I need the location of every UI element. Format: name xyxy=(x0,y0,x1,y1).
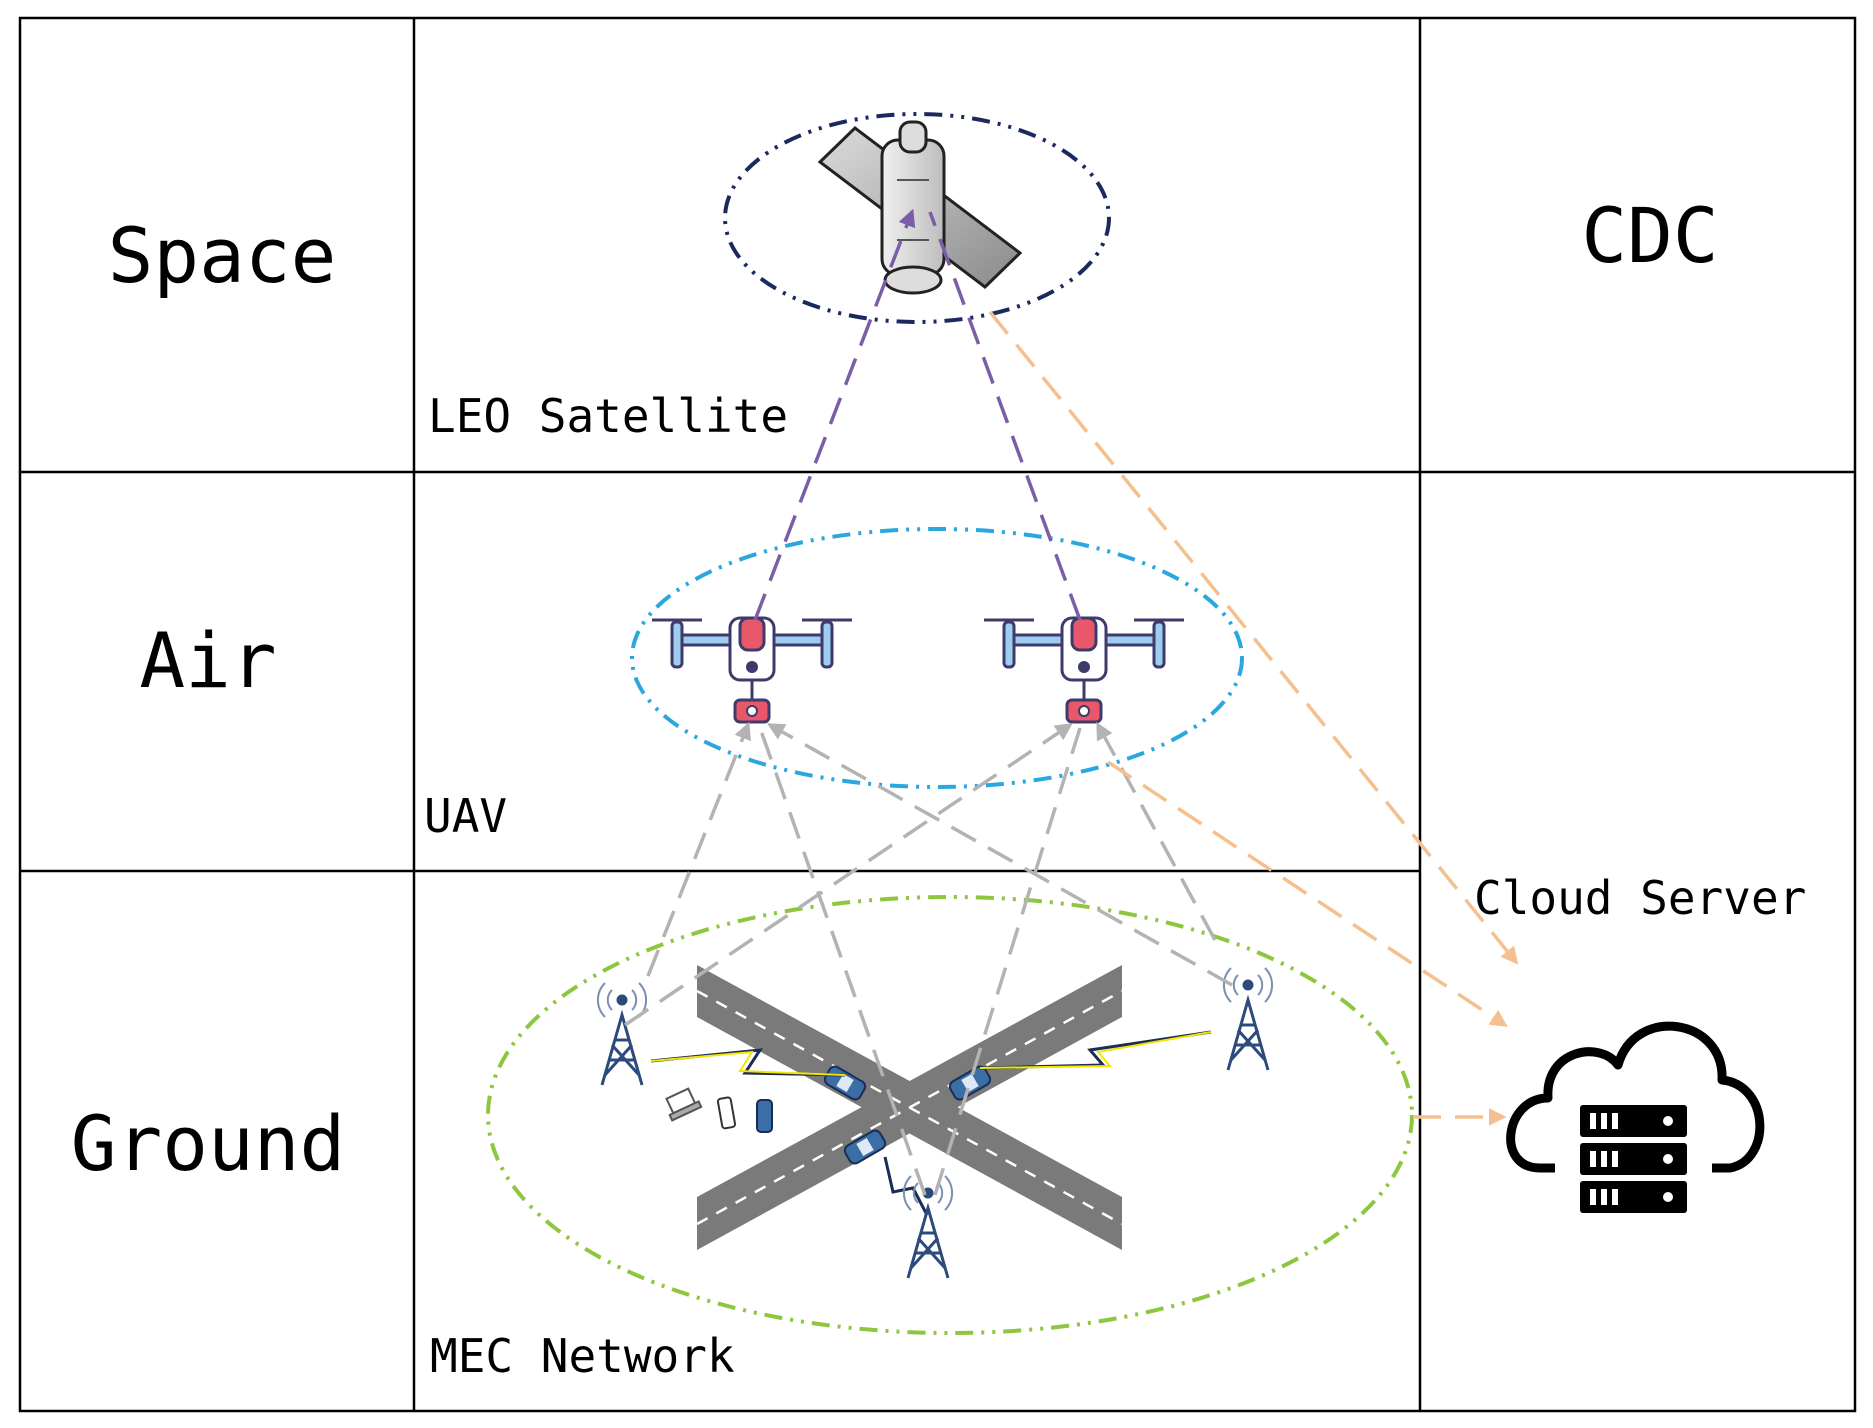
car-icon xyxy=(843,1129,887,1165)
cloud-server-icon xyxy=(1506,1021,1765,1213)
laptop-icon xyxy=(665,1087,703,1122)
ground-to-uav-links xyxy=(624,721,1233,1196)
road-intersection xyxy=(696,965,1123,1250)
wireless-link-icon xyxy=(650,1050,846,1076)
uav-cloud-link xyxy=(1107,760,1508,1027)
cloud-links xyxy=(988,310,1519,1126)
uav-label: UAV xyxy=(424,789,507,843)
cloud-server-label: Cloud Server xyxy=(1474,871,1806,925)
satellite-icon xyxy=(817,120,1023,295)
ground-uav-link xyxy=(766,723,1233,987)
mec-coverage-ellipse xyxy=(486,895,1414,1335)
mobile-device-icon xyxy=(756,1099,773,1133)
uav-icon xyxy=(652,616,852,724)
cell-tower-icon xyxy=(1222,967,1274,1071)
satellite-coverage-ellipse xyxy=(723,112,1111,324)
outer-border xyxy=(18,16,1857,1413)
uav-icon xyxy=(984,616,1184,724)
satellite-cloud-link xyxy=(988,310,1519,965)
cdc-label: CDC xyxy=(1581,191,1718,280)
uav-satellite-link xyxy=(753,208,916,621)
uav-coverage-ellipse xyxy=(630,527,1244,789)
ground-uav-link xyxy=(1096,721,1217,941)
wireless-link-icon xyxy=(979,1031,1212,1069)
uav-to-satellite-links xyxy=(753,208,1082,621)
car-icon xyxy=(948,1065,992,1101)
layer-grid xyxy=(18,16,1857,1413)
layer-label-space: Space xyxy=(108,211,337,300)
cell-tower-icon xyxy=(596,982,648,1086)
ground-uav-link xyxy=(624,723,1073,1027)
ground-uav-link xyxy=(646,721,751,977)
wireless-link-icon xyxy=(883,1156,929,1216)
layer-label-ground: Ground xyxy=(71,1099,346,1188)
phone-icon xyxy=(716,1096,737,1130)
leo-satellite-label: LEO Satellite xyxy=(428,389,788,443)
layer-label-air: Air xyxy=(139,616,276,705)
mec-network-label: MEC Network xyxy=(430,1329,735,1383)
cell-tower-icon xyxy=(902,1175,954,1279)
uav-satellite-link xyxy=(928,211,1082,621)
